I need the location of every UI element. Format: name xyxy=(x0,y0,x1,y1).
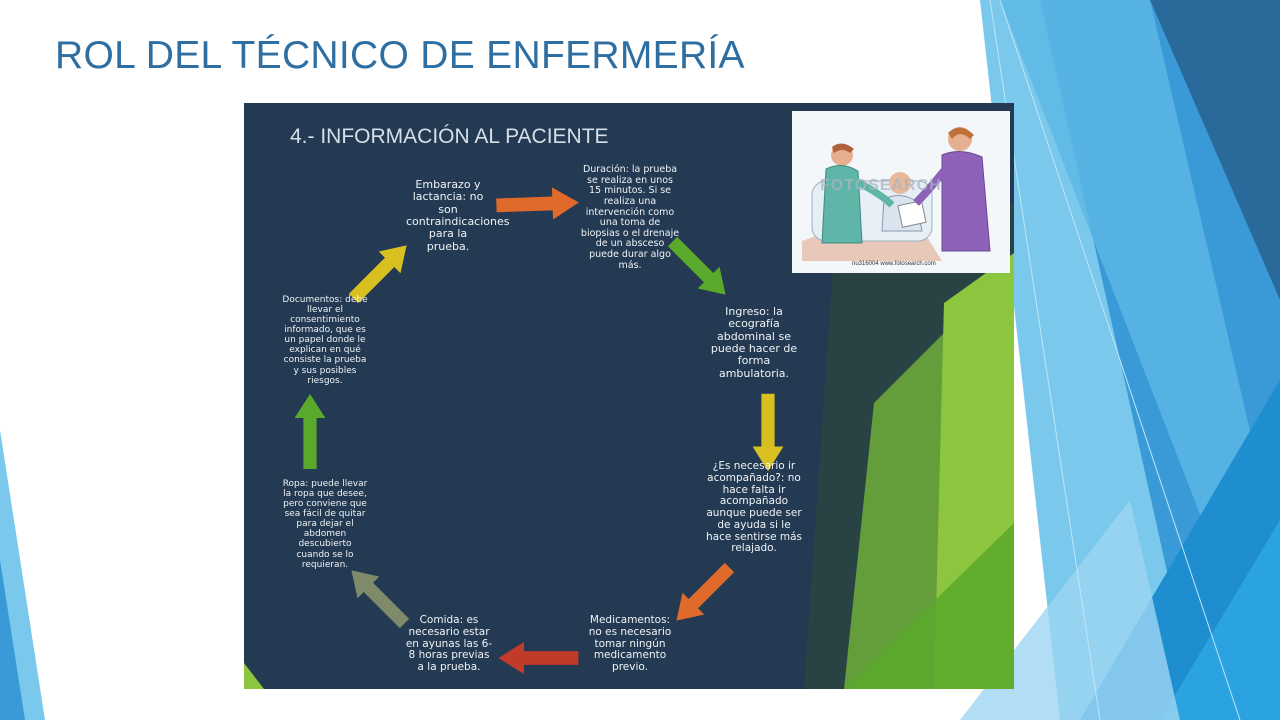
info-diagram-panel: 4.- INFORMACIÓN AL PACIENTE Duración: la… xyxy=(244,103,1014,689)
arrow-7 xyxy=(294,394,326,469)
step-pregnancy: Embarazo y lactancia: no son contraindic… xyxy=(406,178,510,253)
photo-caption: nu316004 www.fotosearch.com xyxy=(852,261,936,267)
step-companion: ¿Es necesario ir acompañado?: no hace fa… xyxy=(706,460,802,555)
diagram-title: 4.- INFORMACIÓN AL PACIENTE xyxy=(290,125,609,148)
step-admission: Ingreso: la ecografía abdominal se puede… xyxy=(710,305,798,380)
step-documents: Documentos: debe llevar el consentimient… xyxy=(282,295,368,386)
step-food: Comida: es necesario estar en ayunas las… xyxy=(405,614,493,673)
arrow-5 xyxy=(498,641,579,675)
step-clothing: Ropa: puede llevar la ropa que desee, pe… xyxy=(282,479,368,570)
step-medication: Medicamentos: no es necesario tomar ning… xyxy=(588,614,672,673)
step-duration: Duración: la prueba se realiza en unos 1… xyxy=(580,164,680,271)
nurse-patient-illustration: FOTOSEARCH nu316004 www.fotosearch.com xyxy=(792,111,1010,273)
photo-watermark: FOTOSEARCH xyxy=(820,177,942,194)
panel-decoration xyxy=(244,203,1014,689)
slide-title: ROL DEL TÉCNICO DE ENFERMERÍA xyxy=(55,34,745,77)
